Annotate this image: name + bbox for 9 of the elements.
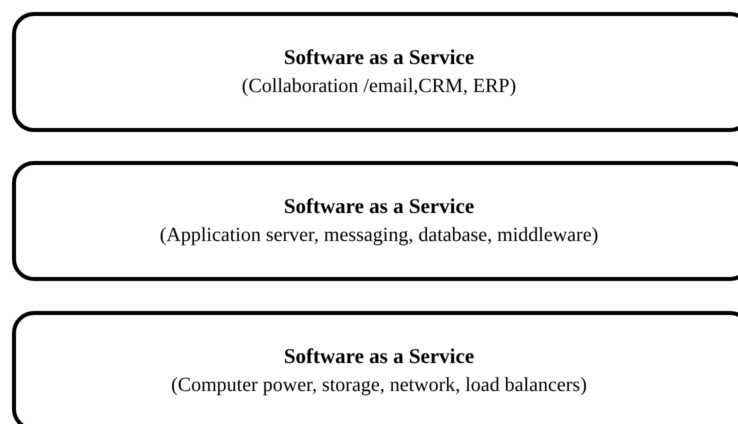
layer-title: Software as a Service	[284, 44, 474, 72]
layer-title: Software as a Service	[284, 343, 474, 370]
layer-box	[12, 311, 738, 424]
layer-box	[12, 12, 738, 132]
layer-title: Software as a Service	[284, 193, 474, 220]
layer-description: (Computer power, storage, network, load balancers)	[171, 372, 587, 398]
layer-description: (Collaboration /email,CRM, ERP)	[242, 74, 516, 99]
layer-box	[12, 161, 738, 281]
layer-description: (Application server, messaging, database, middleware)	[160, 222, 598, 248]
